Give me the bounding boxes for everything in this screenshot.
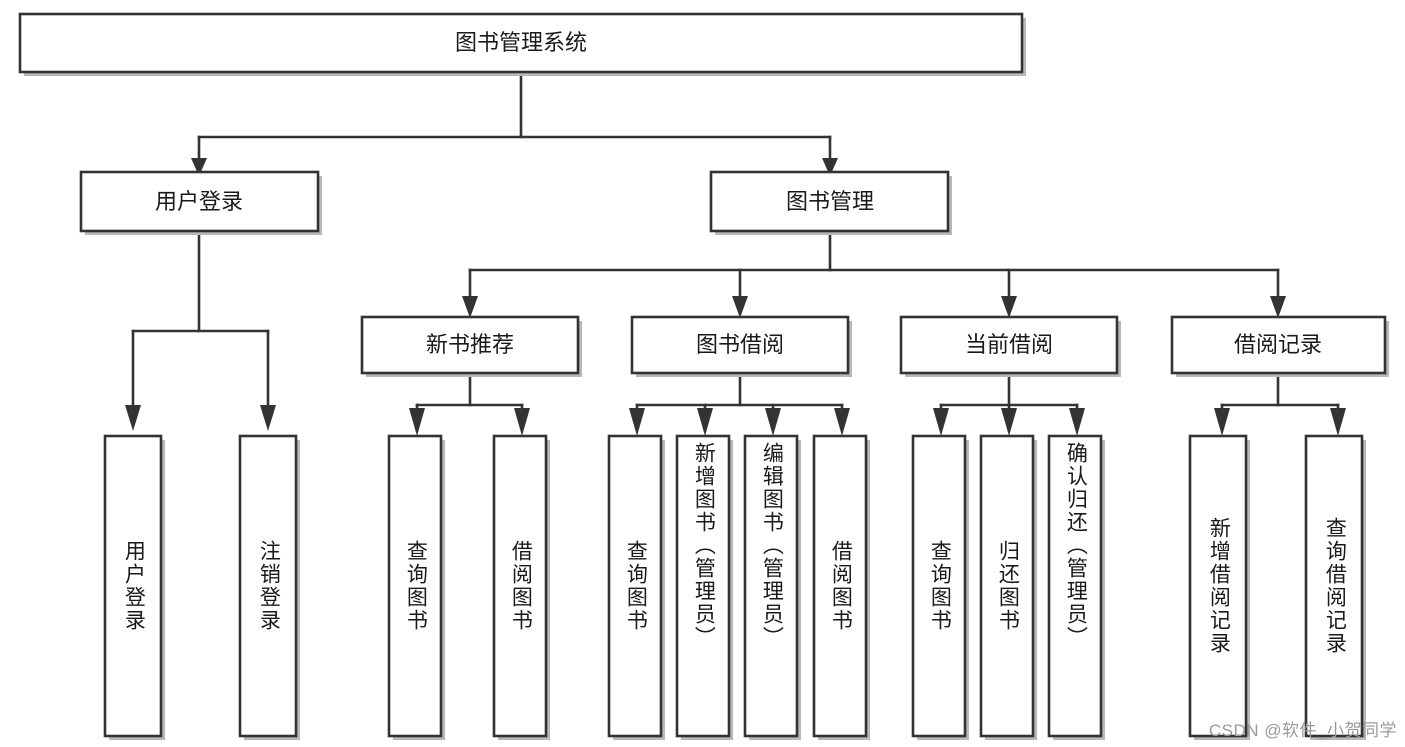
node-box bbox=[18, 12, 1024, 74]
node-root[interactable]: 图书管理系统 bbox=[18, 12, 1026, 76]
node-box bbox=[812, 434, 868, 738]
arrow-head-icon bbox=[822, 158, 838, 176]
node-label: 用户登录 bbox=[155, 189, 243, 214]
arrow-head-icon bbox=[834, 408, 850, 436]
node-box bbox=[899, 315, 1119, 375]
node-leaf-return-book[interactable] bbox=[979, 434, 1037, 740]
node-label: 图书管理 bbox=[786, 189, 874, 214]
node-label: 当前借阅 bbox=[965, 332, 1053, 357]
arrow-head-icon bbox=[1270, 296, 1286, 318]
node-leaf-add-record[interactable] bbox=[1188, 434, 1250, 740]
arrow-head-icon bbox=[765, 408, 781, 436]
node-book-borrow[interactable]: 图书借阅 bbox=[630, 315, 852, 377]
arrow-head-icon bbox=[1214, 408, 1230, 436]
node-leaf-confirm-return[interactable] bbox=[1047, 434, 1105, 740]
arrow-head-icon bbox=[1001, 408, 1017, 436]
arrow-head-icon bbox=[1069, 408, 1085, 436]
arrow-head-icon bbox=[1001, 296, 1017, 318]
node-box bbox=[1188, 434, 1248, 738]
watermark-text: CSDN @软件_小贺同学 bbox=[1208, 721, 1397, 740]
node-box bbox=[103, 434, 163, 738]
arrow-head-icon bbox=[409, 408, 425, 436]
arrow-head-icon bbox=[697, 408, 713, 436]
node-box bbox=[1047, 434, 1103, 738]
node-box bbox=[709, 170, 950, 233]
leaf-boxes bbox=[103, 434, 1366, 740]
node-book-manage[interactable]: 图书管理 bbox=[709, 170, 952, 235]
node-leaf-query-record[interactable] bbox=[1304, 434, 1366, 740]
arrow-head-icon bbox=[629, 408, 645, 436]
arrow-heads bbox=[125, 158, 1346, 436]
node-leaf-user-login[interactable] bbox=[103, 434, 165, 740]
node-box bbox=[911, 434, 967, 738]
node-label: 图书管理系统 bbox=[455, 30, 587, 55]
node-box bbox=[743, 434, 799, 738]
node-leaf-query-book-1[interactable] bbox=[387, 434, 445, 740]
node-current-borrow[interactable]: 当前借阅 bbox=[899, 315, 1121, 377]
node-box bbox=[387, 434, 443, 738]
node-borrow-record[interactable]: 借阅记录 bbox=[1170, 315, 1389, 377]
arrow-head-icon bbox=[1330, 408, 1346, 436]
arrow-head-icon bbox=[260, 405, 276, 431]
arrow-head-icon bbox=[462, 296, 478, 318]
node-box bbox=[79, 170, 320, 233]
node-box bbox=[1304, 434, 1364, 738]
node-box bbox=[979, 434, 1035, 738]
node-label: 借阅记录 bbox=[1234, 332, 1322, 357]
node-box bbox=[492, 434, 548, 738]
node-label: 图书借阅 bbox=[696, 332, 784, 357]
node-box bbox=[1170, 315, 1387, 375]
node-leaf-edit-book[interactable] bbox=[743, 434, 801, 740]
arrow-head-icon bbox=[933, 408, 949, 436]
node-box bbox=[238, 434, 298, 738]
node-box bbox=[607, 434, 663, 738]
node-leaf-query-book-3[interactable] bbox=[911, 434, 969, 740]
arrow-head-icon bbox=[191, 158, 207, 176]
node-user-login[interactable]: 用户登录 bbox=[79, 170, 322, 235]
node-leaf-borrow-book-2[interactable] bbox=[812, 434, 870, 740]
arrow-head-icon bbox=[732, 296, 748, 318]
arrow-head-icon bbox=[514, 408, 530, 436]
node-label: 新书推荐 bbox=[426, 332, 514, 357]
node-leaf-add-book[interactable] bbox=[675, 434, 733, 740]
node-leaf-logout[interactable] bbox=[238, 434, 300, 740]
arrow-head-icon bbox=[125, 405, 141, 431]
node-box bbox=[675, 434, 731, 738]
node-box bbox=[360, 315, 580, 375]
node-box bbox=[630, 315, 850, 375]
node-leaf-borrow-book-1[interactable] bbox=[492, 434, 550, 740]
node-leaf-query-book-2[interactable] bbox=[607, 434, 665, 740]
node-new-book-recommend[interactable]: 新书推荐 bbox=[360, 315, 582, 377]
